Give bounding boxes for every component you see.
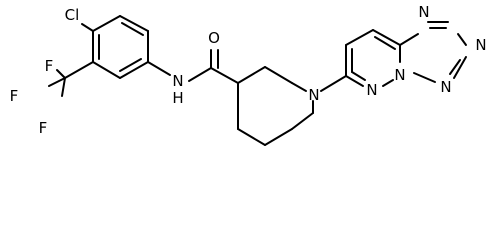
amide-bonds	[188, 49, 239, 84]
atom-label-triazole-nitrogen: N	[475, 36, 486, 54]
bond	[147, 61, 171, 76]
atom-label-piperidine-nitrogen: N	[308, 86, 319, 104]
atom-label-fluorine: F	[45, 57, 54, 75]
pyridazine-ring-bonds	[345, 29, 401, 87]
bond	[119, 61, 149, 79]
bond	[237, 66, 266, 84]
bond-inner	[374, 36, 396, 50]
atom-label-amide-hydrogen: H	[172, 89, 183, 107]
bond	[237, 128, 266, 146]
atom-label-pyridazine-nitrogen: N	[366, 81, 377, 99]
atom-label-amide-nitrogen: N	[172, 72, 183, 90]
bond	[345, 29, 374, 46]
bond	[413, 72, 436, 83]
aryl-substituent-bonds	[48, 23, 171, 97]
bond-inner	[351, 71, 366, 81]
atom-labels: Cl F F F N H O N N N N N N	[10, 3, 487, 137]
bond	[188, 67, 212, 82]
atom-label-fluorine: F	[39, 119, 48, 137]
bond	[92, 15, 121, 32]
bond	[210, 67, 239, 84]
piperidine-ring-bonds	[237, 66, 314, 146]
bond	[320, 75, 347, 92]
bond	[453, 56, 467, 79]
bond	[61, 77, 66, 97]
atom-label-chlorine: Cl	[65, 6, 80, 24]
atom-label-fluorine: F	[10, 87, 19, 105]
bond	[56, 69, 66, 79]
bond-inner	[449, 59, 461, 75]
atom-label-triazole-nitrogen: N	[440, 78, 451, 96]
linker-bond	[320, 75, 347, 92]
bond-inner	[121, 22, 144, 36]
bond	[399, 33, 419, 46]
aryl-ring-bonds	[92, 15, 149, 79]
atom-label-triazole-nitrogen: N	[418, 3, 429, 21]
bond	[264, 128, 293, 146]
atom-label-pyridazine-nitrogen: N	[394, 66, 405, 84]
triazole-ring-bonds	[399, 21, 467, 83]
bond	[92, 61, 121, 79]
bond	[264, 66, 293, 84]
bond	[64, 61, 94, 79]
chemical-structure-diagram: Cl F F F N H O N N N N N N	[10, 3, 487, 146]
bond	[457, 33, 467, 46]
bond	[382, 79, 394, 87]
bond	[48, 77, 66, 87]
bond	[372, 29, 401, 46]
bond	[291, 112, 314, 130]
atom-label-carbonyl-oxygen: O	[208, 29, 220, 47]
bond	[291, 82, 307, 92]
bond	[81, 23, 94, 32]
bond	[119, 15, 149, 32]
bond	[345, 75, 364, 87]
bond-inner	[119, 58, 142, 72]
